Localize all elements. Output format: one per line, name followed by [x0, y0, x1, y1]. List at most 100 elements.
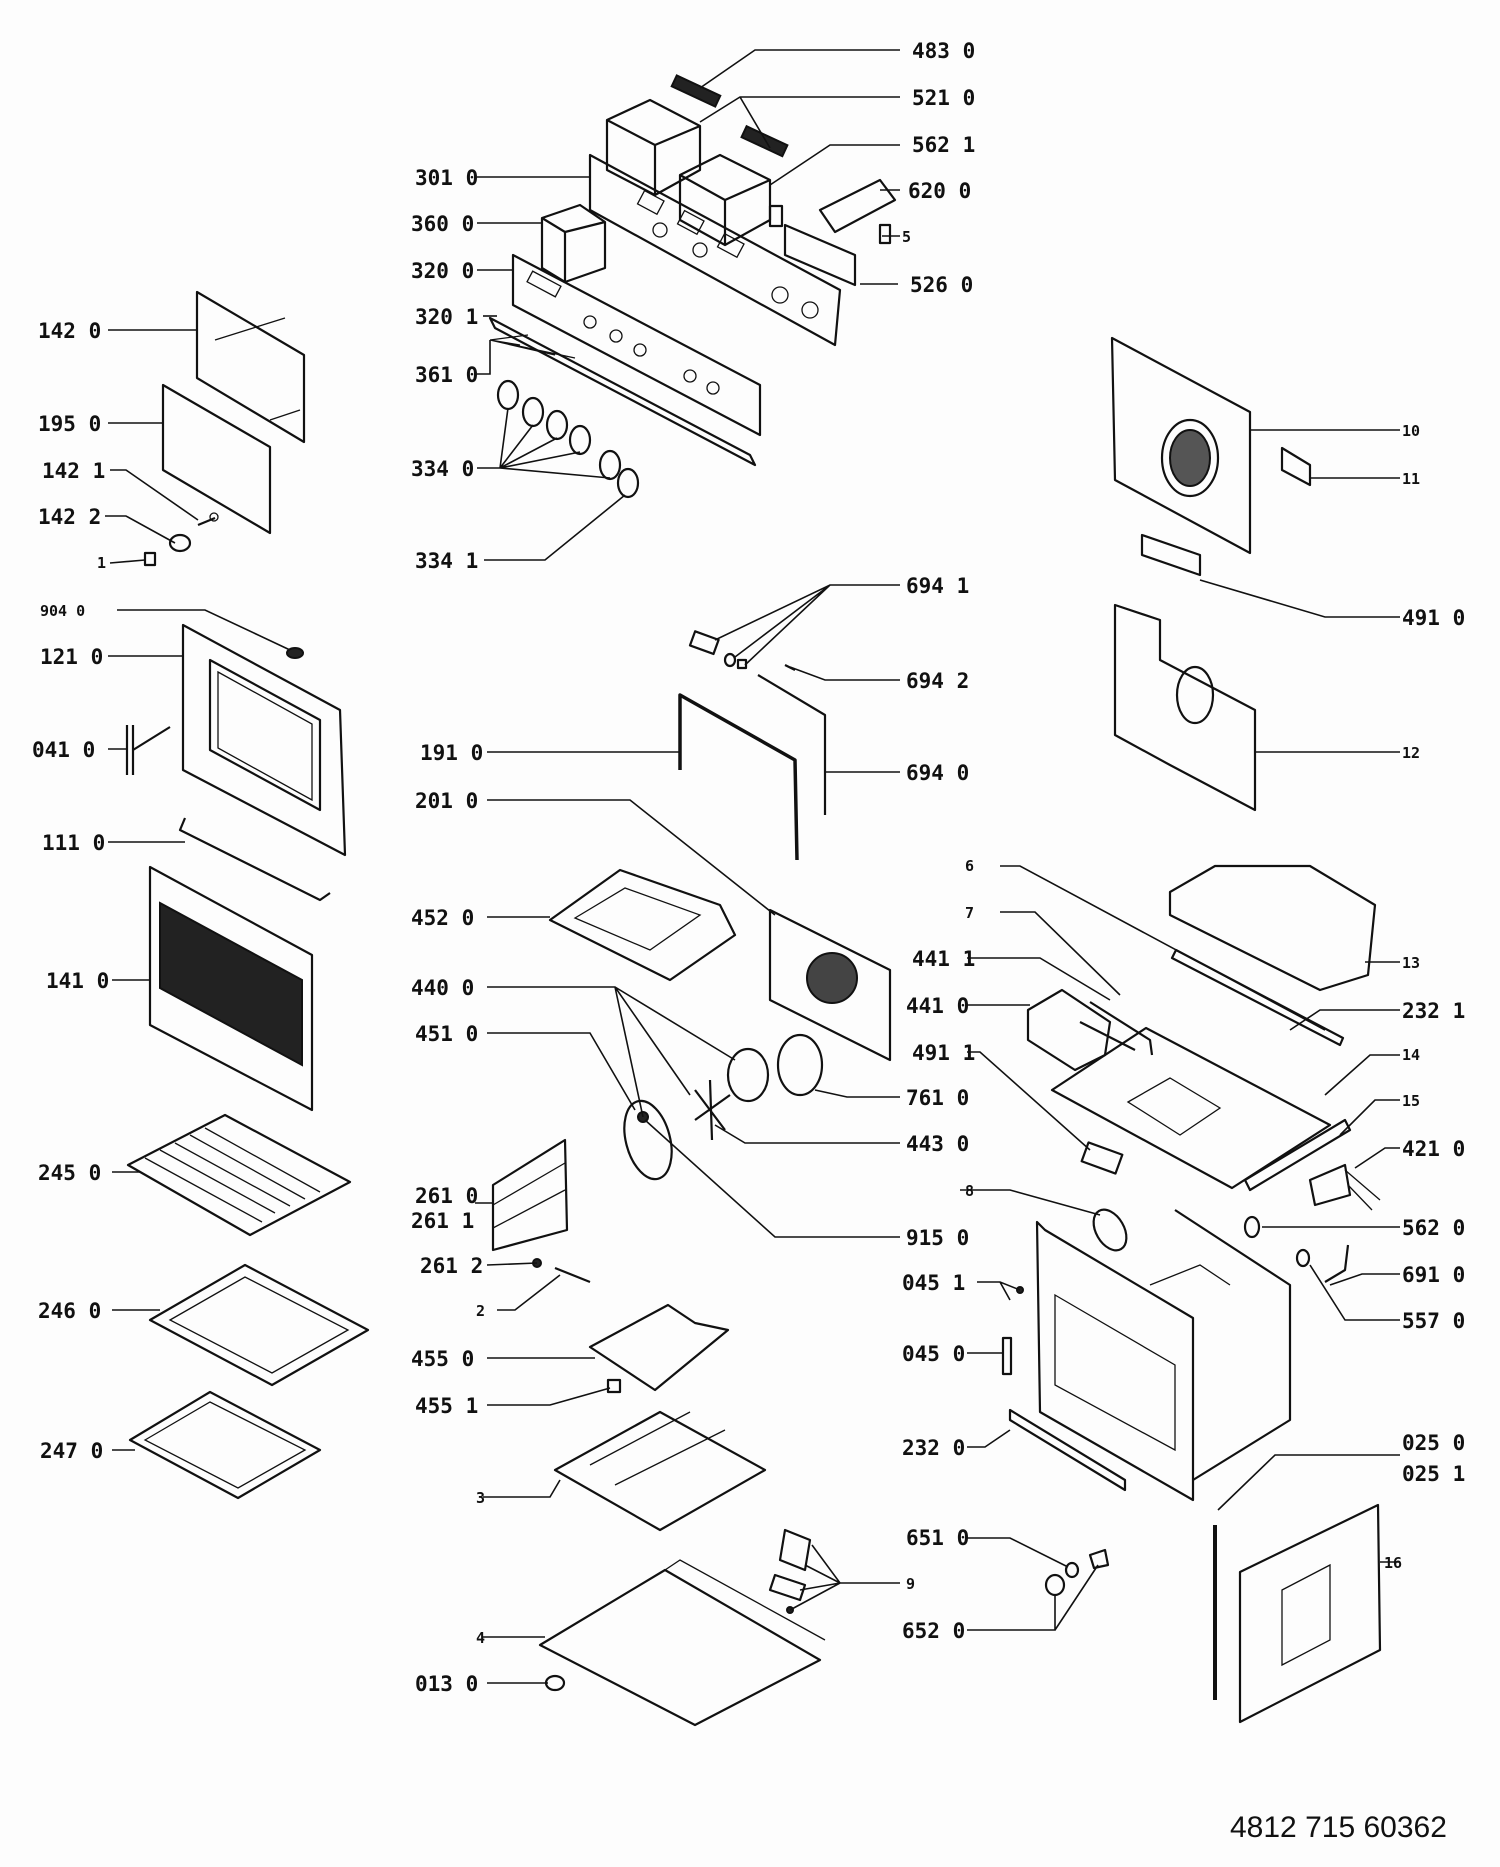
callout-041-0: 041 0 — [32, 738, 95, 762]
callout-121-0: 121 0 — [40, 645, 103, 669]
callout-201-0: 201 0 — [415, 789, 478, 813]
callout-3: 3 — [476, 1489, 485, 1507]
callout-652-0: 652 0 — [902, 1619, 965, 1643]
callout-13: 13 — [1402, 954, 1420, 972]
part-knobs-334 — [496, 379, 640, 499]
part-clamp-455-1 — [606, 1378, 622, 1394]
part-clip-1 — [143, 551, 157, 567]
leaders-left — [105, 329, 291, 1451]
part-bottom-cover-4 — [538, 1559, 826, 1727]
part-sensor-557 — [1295, 1248, 1311, 1268]
callout-2: 2 — [476, 1302, 485, 1320]
part-foot-013 — [544, 1674, 566, 1692]
callout-421-0: 421 0 — [1402, 1137, 1465, 1161]
part-terminal-491-1 — [1080, 1141, 1124, 1175]
callout-142-2: 142 2 — [38, 505, 101, 529]
callout-8: 8 — [965, 1182, 974, 1200]
callout-334-0: 334 0 — [411, 457, 474, 481]
callout-045-1: 045 1 — [902, 1271, 965, 1295]
part-screw-142-1 — [197, 512, 219, 527]
callout-10: 10 — [1402, 422, 1420, 440]
callout-247-0: 247 0 — [40, 1439, 103, 1463]
part-base-plate-3 — [553, 1410, 767, 1532]
part-circ-element-451 — [623, 1099, 673, 1181]
document-number: 4812 715 60362 — [1230, 1811, 1447, 1844]
callout-455-1: 455 1 — [415, 1394, 478, 1418]
callout-261-2: 261 2 — [420, 1254, 483, 1278]
callout-320-0: 320 0 — [411, 259, 474, 283]
part-base-element-455 — [588, 1303, 730, 1392]
callout-11: 11 — [1402, 470, 1420, 488]
callout-16: 16 — [1384, 1554, 1402, 1572]
part-control-relays — [605, 74, 789, 247]
callout-141-0: 141 0 — [46, 969, 109, 993]
callout-334-1: 334 1 — [415, 549, 478, 573]
leaders-center — [475, 584, 900, 1684]
part-fan-motor-440 — [726, 1047, 770, 1103]
part-hinge-catch-045-0 — [1001, 1336, 1013, 1376]
callout-691-0: 691 0 — [1402, 1263, 1465, 1287]
callout-361-0: 361 0 — [415, 363, 478, 387]
callout-261-1: 261 1 — [411, 1209, 474, 1233]
part-fan-443 — [694, 1079, 731, 1141]
part-side-racks-261 — [491, 1138, 569, 1252]
part-grill-element-452 — [548, 868, 737, 982]
part-top-cover-13 — [1168, 864, 1377, 992]
part-rear-cover-201 — [768, 908, 892, 1062]
callout-694-0: 694 0 — [906, 761, 969, 785]
callout-045-0: 045 0 — [902, 1342, 965, 1366]
part-side-bracket-12 — [1113, 603, 1257, 812]
part-screw-261-2 — [532, 1258, 591, 1284]
part-seal-191 — [678, 693, 799, 861]
part-switch-9 — [768, 1528, 812, 1614]
part-wire-shelf-245 — [126, 1113, 352, 1237]
part-knob-651-652 — [1044, 1548, 1110, 1597]
part-clip-142-2 — [168, 533, 192, 553]
callout-562-1: 562 1 — [912, 133, 975, 157]
callout-443-0: 443 0 — [906, 1132, 969, 1156]
callout-360-0: 360 0 — [411, 212, 474, 236]
callout-142-1: 142 1 — [42, 459, 105, 483]
part-lamp-421 — [1308, 1163, 1381, 1211]
part-handle-111 — [178, 817, 331, 902]
part-side-panel-16 — [1238, 1503, 1382, 1724]
part-pin-691 — [1324, 1244, 1350, 1283]
part-lamps-361 — [489, 334, 576, 359]
callout-526-0: 526 0 — [910, 273, 973, 297]
callout-025-1: 025 1 — [1402, 1462, 1465, 1486]
part-fascia-320 — [488, 253, 762, 467]
part-rear-panel-301 — [588, 153, 842, 347]
part-bracket-7 — [1089, 1001, 1154, 1056]
part-switches-526-620 — [768, 178, 897, 287]
callout-5: 5 — [902, 228, 911, 246]
part-rail-15 — [1243, 1118, 1352, 1192]
part-back-panel-10 — [1110, 336, 1252, 555]
callout-025-0: 025 0 — [1402, 1431, 1465, 1455]
callout-1: 1 — [97, 554, 106, 572]
callout-111-0: 111 0 — [42, 831, 105, 855]
callout-261-0: 261 0 — [415, 1184, 478, 1208]
callout-4: 4 — [476, 1629, 485, 1647]
callout-320-1: 320 1 — [415, 305, 478, 329]
part-bushing-562-0 — [1243, 1215, 1261, 1239]
part-sensor-694 — [688, 630, 827, 815]
callout-232-0: 232 0 — [902, 1436, 965, 1460]
part-strip-232-1 — [1170, 948, 1345, 1047]
callout-521-0: 521 0 — [912, 86, 975, 110]
callout-191-0: 191 0 — [420, 741, 483, 765]
callout-441-1: 441 1 — [912, 947, 975, 971]
callout-301-0: 301 0 — [415, 166, 478, 190]
callout-142-0: 142 0 — [38, 319, 101, 343]
callout-440-0: 440 0 — [411, 976, 474, 1000]
part-pan-247 — [128, 1390, 322, 1500]
part-tray-14 — [1050, 1026, 1332, 1190]
part-outer-glass-141 — [148, 865, 314, 1112]
callout-694-2: 694 2 — [906, 669, 969, 693]
part-tray-246 — [148, 1263, 370, 1387]
part-hinge-041 — [125, 725, 171, 775]
callout-013-0: 013 0 — [415, 1672, 478, 1696]
callout-9: 9 — [906, 1575, 915, 1593]
callout-915-0: 915 0 — [906, 1226, 969, 1250]
callout-451-0: 451 0 — [415, 1022, 478, 1046]
